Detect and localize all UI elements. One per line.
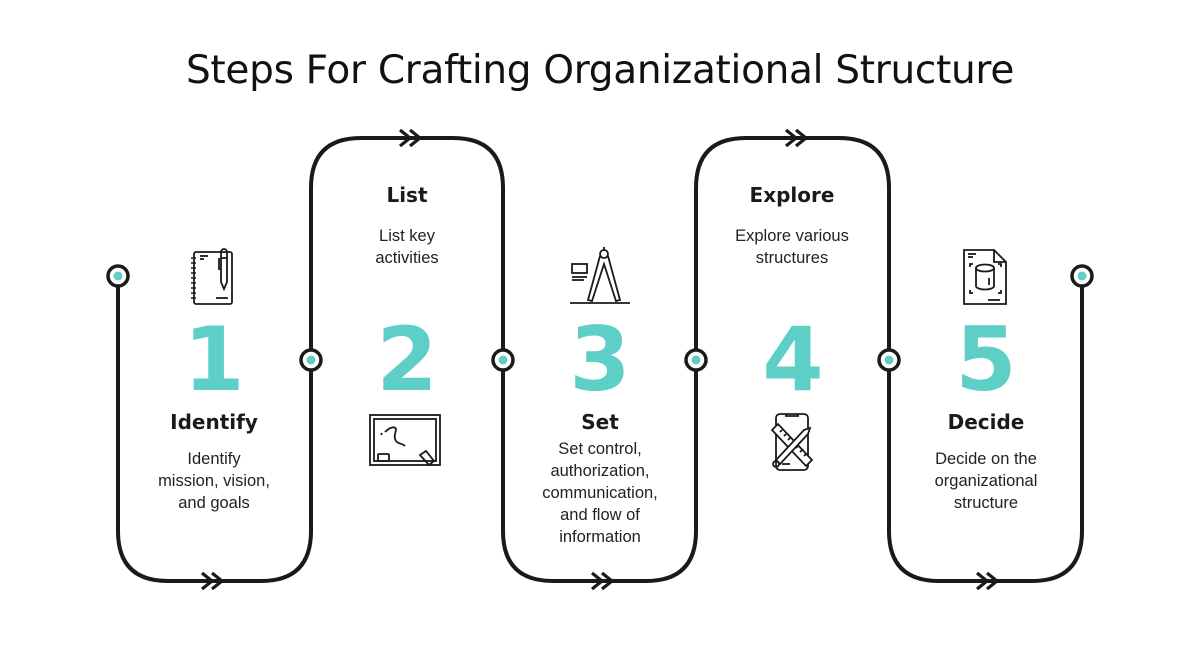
step-list: List List key activities xyxy=(317,183,497,269)
step-number: 4 xyxy=(762,308,824,411)
step-heading: Identify xyxy=(170,410,258,434)
step-heading: Set xyxy=(581,410,619,434)
step-description: Decide on the organizational structure xyxy=(934,450,1038,512)
step-description: Identify mission, vision, and goals xyxy=(158,450,270,512)
chevron-right-icon xyxy=(976,571,1000,591)
chevron-right-icon xyxy=(785,128,809,148)
chevron-right-icon xyxy=(399,128,423,148)
step-set: Set Set control, authorization, communic… xyxy=(510,410,690,548)
step-description: Explore various structures xyxy=(735,227,849,267)
document-cylinder-icon xyxy=(963,249,1007,305)
step-identify: Identify Identify mission, vision, and g… xyxy=(124,410,304,514)
chevron-right-icon xyxy=(591,571,615,591)
step-heading: List xyxy=(386,183,428,207)
step-description: List key activities xyxy=(375,227,439,267)
step-number: 5 xyxy=(955,308,1017,411)
step-decide: Decide Decide on the organizational stru… xyxy=(896,410,1076,514)
compass-drafting-icon xyxy=(570,247,630,304)
step-heading: Decide xyxy=(947,410,1025,434)
chalkboard-icon xyxy=(369,414,441,467)
step-description: Set control, authorization, communicatio… xyxy=(542,440,658,546)
chevron-right-icon xyxy=(201,571,225,591)
phone-ruler-pencil-icon xyxy=(770,413,814,471)
step-number: 3 xyxy=(569,308,631,411)
step-heading: Explore xyxy=(749,183,835,207)
step-number: 1 xyxy=(183,308,245,411)
page-title: Steps For Crafting Organizational Struct… xyxy=(185,48,1015,93)
step-number: 2 xyxy=(376,308,438,411)
step-explore: Explore Explore various structures xyxy=(702,183,882,269)
notebook-pen-icon xyxy=(191,248,233,305)
